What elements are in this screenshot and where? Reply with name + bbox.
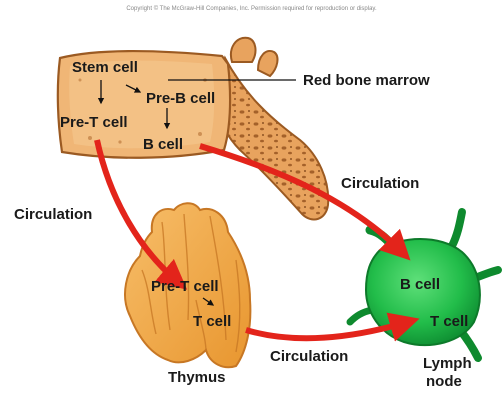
circulation-bottom-label: Circulation xyxy=(270,349,348,364)
b-cell-marrow-label: B cell xyxy=(143,137,183,152)
t-cell-node-label: T cell xyxy=(430,314,468,329)
pre-b-cell-label: Pre-B cell xyxy=(146,91,215,106)
lymph-node-label-line2: node xyxy=(426,374,462,389)
t-cell-thymus-label: T cell xyxy=(193,314,231,329)
thymus-label: Thymus xyxy=(168,370,226,385)
circulation-left-label: Circulation xyxy=(14,207,92,222)
stem-cell-label: Stem cell xyxy=(72,60,138,75)
pre-t-cell-thymus-label: Pre-T cell xyxy=(151,279,219,294)
red-bone-marrow-label: Red bone marrow xyxy=(303,73,430,88)
lymph-node-label-line1: Lymph xyxy=(423,356,472,371)
b-cell-node-label: B cell xyxy=(400,277,440,292)
pre-t-cell-marrow-label: Pre-T cell xyxy=(60,115,128,130)
circulation-right-label: Circulation xyxy=(341,176,419,191)
